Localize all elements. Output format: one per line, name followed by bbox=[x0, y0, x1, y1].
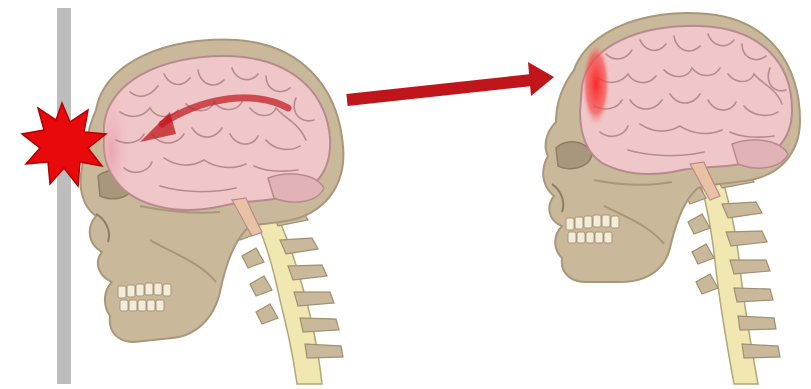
impact-panel bbox=[22, 8, 343, 384]
result-panel bbox=[543, 13, 800, 384]
spine bbox=[684, 160, 780, 384]
arrow-right-icon bbox=[347, 62, 554, 100]
contusion-highlight bbox=[582, 42, 610, 126]
wall bbox=[57, 8, 71, 384]
